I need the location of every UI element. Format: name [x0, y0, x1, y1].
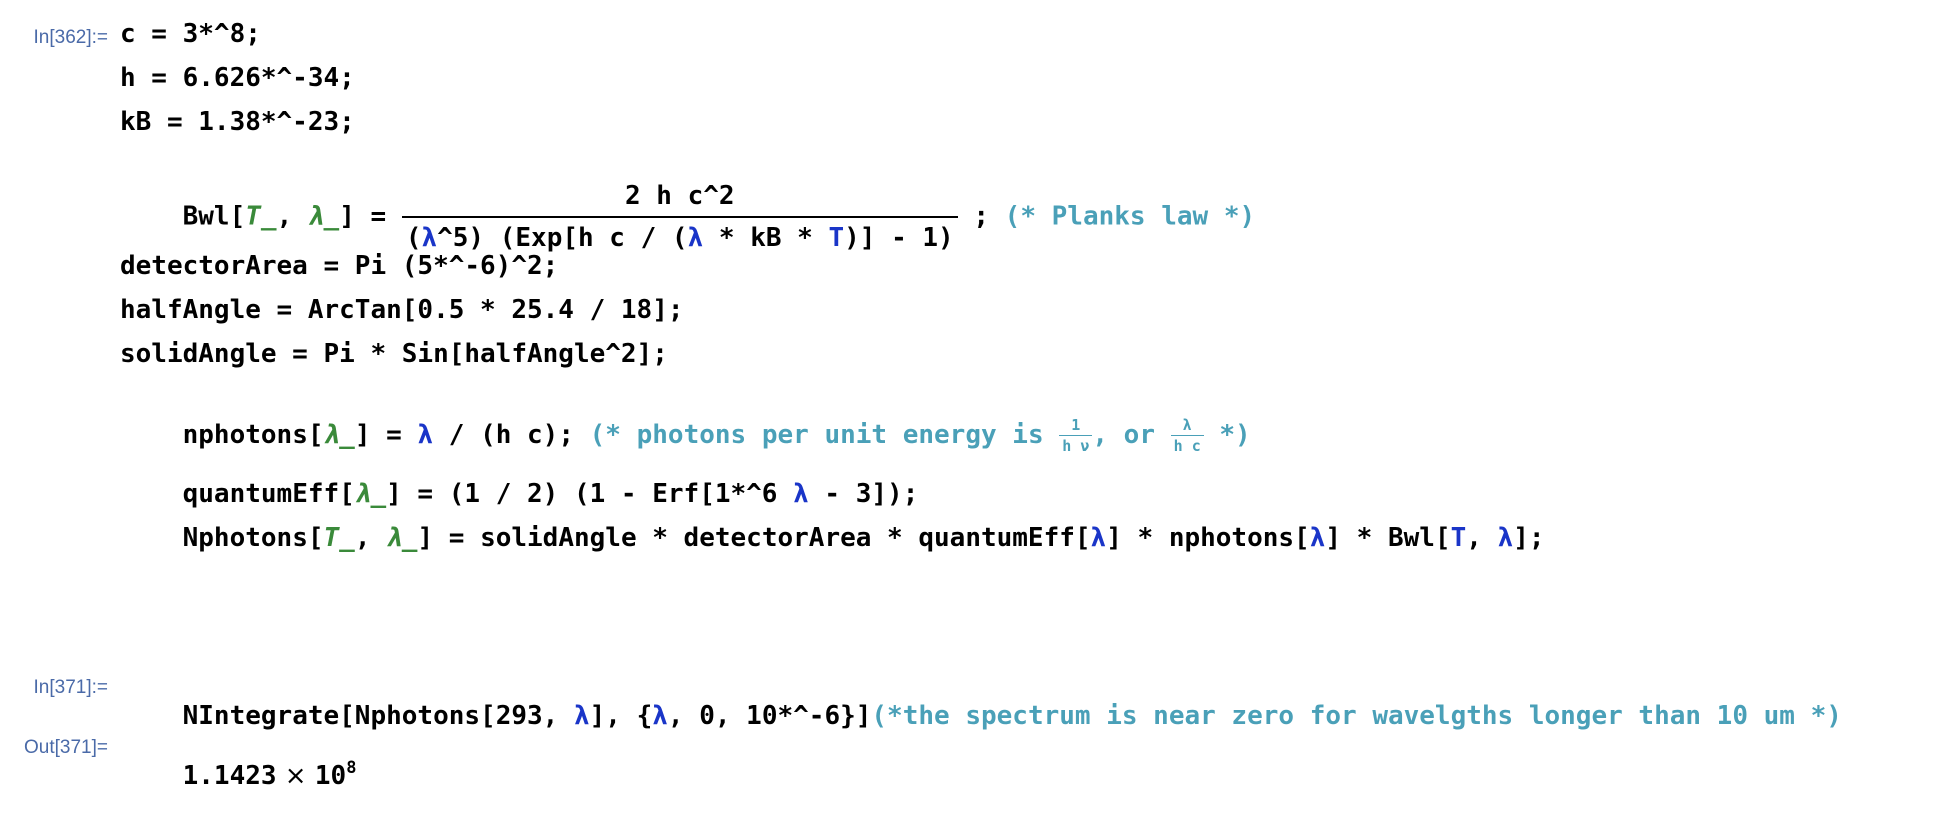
bwl-name: Bwl[ — [182, 201, 246, 232]
nphotons-name: nphotons[ — [182, 420, 324, 450]
den-part: )] - 1) — [844, 223, 954, 253]
ni-part: NIntegrate[Nphotons[293, — [182, 701, 574, 731]
code-line-quantum-eff[interactable]: quantumEff[λ_] = (1 / 2) (1 - Erf[1*^6 λ… — [120, 446, 919, 542]
den-part: ( — [405, 223, 422, 253]
output-mantissa: 1.1423 — [182, 761, 277, 791]
pattern-lambda: λ_ — [354, 479, 387, 509]
frac-num: 1 — [1059, 416, 1093, 436]
nphotons-eq: ] = — [354, 420, 418, 450]
code-line-c[interactable]: c = 3*^8; — [120, 19, 261, 49]
code-line-h[interactable]: h = 6.626*^-34; — [120, 63, 355, 93]
bound-lambda: λ — [1090, 523, 1107, 553]
frac-den: h ν — [1062, 437, 1090, 455]
comment-part: *) — [1203, 420, 1251, 450]
fraction-denominator: (λ^5) (Exp[h c / (λ * kB * T)] - 1) — [402, 218, 958, 254]
bwl-eq: ] = — [339, 201, 402, 232]
pattern-T: T_ — [245, 201, 277, 232]
code-line-solid-angle[interactable]: solidAngle = Pi * Sin[halfAngle^2]; — [120, 339, 668, 369]
N-part: , — [1466, 523, 1498, 553]
ni-part: , 0, 10*^-6}] — [667, 701, 872, 731]
separator: , — [276, 201, 308, 232]
N-name: Nphotons[ — [182, 523, 324, 553]
comment-part: , or — [1092, 420, 1171, 450]
pattern-T: T_ — [323, 523, 355, 553]
den-part: ^5) (Exp[h c / ( — [437, 223, 688, 253]
output-exponent: 8 — [346, 758, 357, 778]
bound-lambda: λ — [1309, 523, 1326, 553]
bound-lambda: λ — [652, 701, 668, 731]
nphotons-rhs: / (h c); — [433, 420, 590, 450]
qe-rhs: ] = (1 / 2) (1 - Erf[1*^6 — [386, 479, 794, 509]
input-label-362: In[362]:= — [33, 27, 108, 48]
bound-T: T — [1450, 523, 1467, 553]
code-line-kb[interactable]: kB = 1.38*^-23; — [120, 107, 355, 137]
code-line-nphotons[interactable]: nphotons[λ_] = λ / (h c); (* photons per… — [120, 384, 1251, 487]
qe-end: - 3]); — [808, 479, 919, 509]
times-sign: × — [276, 761, 315, 791]
comment-planks-law: (* Planks law *) — [1004, 201, 1256, 232]
fraction-numerator: 2 h c^2 — [401, 180, 958, 218]
frac-den: h c — [1173, 437, 1201, 455]
bound-T: T — [828, 223, 845, 253]
input-label-371: In[371]:= — [33, 677, 108, 698]
comment-part: (* photons per unit energy is — [589, 420, 1060, 450]
bound-lambda: λ — [417, 420, 434, 450]
N-part: ]; — [1513, 523, 1545, 553]
pattern-lambda: λ_ — [386, 523, 418, 553]
bound-lambda: λ — [793, 479, 809, 509]
code-line-half-angle[interactable]: halfAngle = ArcTan[0.5 * 25.4 / 18]; — [120, 295, 684, 325]
bwl-semicolon: ; — [957, 201, 1005, 232]
N-eq: ] = solidAngle * detectorArea * quantumE… — [417, 523, 1091, 553]
output-label-371: Out[371]= — [24, 737, 108, 758]
output-value[interactable]: 1.1423 × 108 — [120, 728, 357, 824]
pattern-lambda: λ_ — [323, 420, 355, 450]
bound-lambda: λ — [1497, 523, 1514, 553]
code-line-detector-area[interactable]: detectorArea = Pi (5*^-6)^2; — [120, 251, 559, 281]
comment-spectrum: (*the spectrum is near zero for wavelgth… — [871, 701, 1842, 731]
bound-lambda: λ — [421, 223, 438, 253]
den-part: * kB * — [703, 223, 829, 253]
ni-part: ], { — [589, 701, 653, 731]
planck-fraction: 2 h c^2(λ^5) (Exp[h c / (λ * kB * T)] - … — [401, 180, 958, 254]
N-part: ] * Bwl[ — [1325, 523, 1451, 553]
code-line-nintegrate[interactable]: NIntegrate[Nphotons[293, λ], {λ, 0, 10*^… — [120, 668, 1842, 764]
qe-name: quantumEff[ — [182, 479, 355, 509]
separator: , — [354, 523, 387, 553]
pattern-lambda: λ_ — [307, 201, 340, 232]
frac-num: λ — [1170, 416, 1204, 436]
code-line-bwl[interactable]: Bwl[T_, λ_] = 2 h c^2(λ^5) (Exp[h c / (λ… — [120, 148, 1256, 286]
N-part: ] * nphotons[ — [1106, 523, 1310, 553]
bound-lambda: λ — [687, 223, 704, 253]
bound-lambda: λ — [573, 701, 590, 731]
code-line-nphotons-total[interactable]: Nphotons[T_, λ_] = solidAngle * detector… — [120, 490, 1545, 586]
output-base: 10 — [314, 761, 347, 791]
